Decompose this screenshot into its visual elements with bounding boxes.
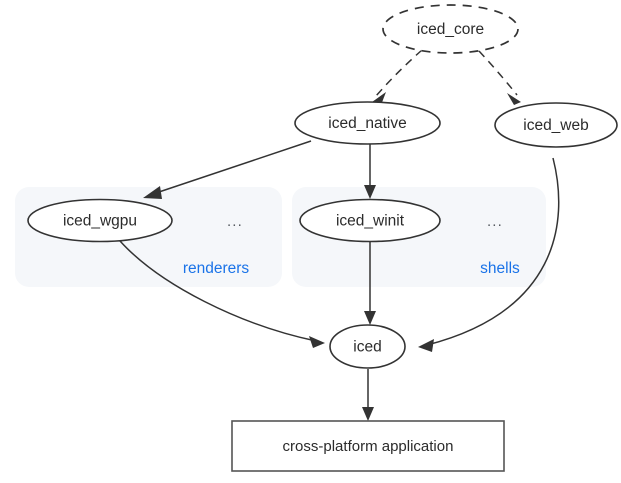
- iced-wgpu-label: iced_wgpu: [63, 213, 137, 230]
- iced-ellipse[interactable]: [329, 324, 406, 369]
- edge-iced-core-to-iced-web: [478, 50, 521, 105]
- node-iced-web[interactable]: iced_web: [494, 102, 618, 148]
- arrowhead-core-web: [507, 93, 521, 105]
- node-iced-native[interactable]: iced_native: [294, 101, 441, 145]
- node-cross-platform-application[interactable]: cross-platform application: [231, 420, 505, 472]
- edge-iced-native-to-iced-winit: [364, 144, 376, 199]
- application-label: cross-platform application: [283, 438, 454, 455]
- renderers-ellipsis: ...: [227, 213, 243, 230]
- shells-ellipsis: ...: [487, 213, 503, 230]
- arrowhead-iced-application: [362, 407, 374, 421]
- edge-iced-to-application: [362, 369, 374, 421]
- node-iced-wgpu[interactable]: iced_wgpu: [27, 198, 173, 243]
- node-iced[interactable]: iced: [329, 324, 406, 369]
- edge-iced-web-to-iced: [418, 157, 560, 352]
- iced-label: iced: [353, 339, 381, 356]
- iced-native-label: iced_native: [328, 115, 406, 132]
- renderers-group-label: renderers: [183, 260, 250, 277]
- arrowhead-web-iced: [418, 339, 434, 352]
- arrowhead-winit-iced: [364, 311, 376, 325]
- arrowhead-native-winit: [364, 185, 376, 199]
- iced-winit-label: iced_winit: [336, 213, 405, 230]
- edge-iced-core-to-iced-native: [371, 49, 423, 105]
- iced-web-label: iced_web: [523, 117, 589, 134]
- node-iced-core[interactable]: iced_core: [382, 4, 519, 54]
- iced-winit-ellipse[interactable]: [299, 198, 441, 243]
- arrowhead-native-wgpu: [143, 186, 162, 199]
- iced-wgpu-ellipse[interactable]: [27, 198, 173, 243]
- iced-core-ellipse[interactable]: [382, 4, 519, 54]
- shells-group-label: shells: [480, 260, 520, 277]
- iced-native-ellipse[interactable]: [294, 101, 441, 145]
- arrowhead-wgpu-iced: [309, 336, 325, 348]
- iced-web-ellipse[interactable]: [494, 102, 618, 148]
- edge-iced-wgpu-to-iced: [119, 240, 325, 348]
- edge-iced-native-to-iced-wgpu: [143, 140, 312, 199]
- edge-iced-winit-to-iced: [364, 242, 376, 325]
- iced-core-label: iced_core: [417, 21, 484, 38]
- node-iced-winit[interactable]: iced_winit: [299, 198, 441, 243]
- application-box[interactable]: [231, 420, 505, 472]
